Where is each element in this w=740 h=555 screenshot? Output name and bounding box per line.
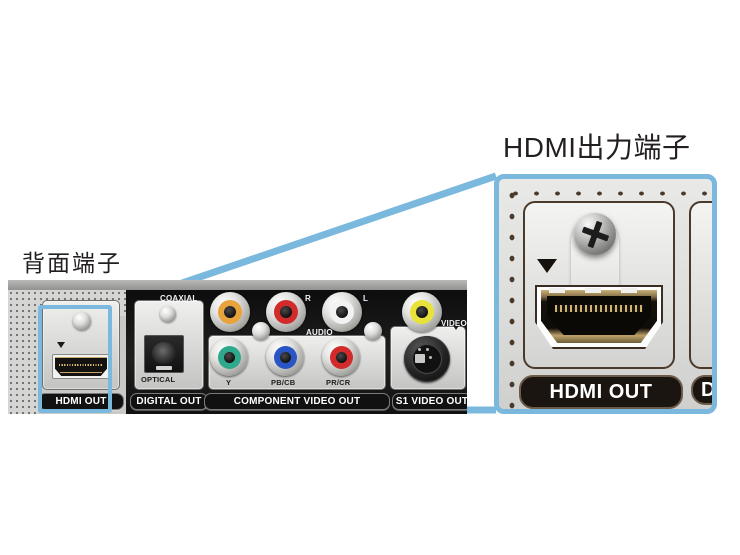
phillips-screw-icon <box>574 213 616 255</box>
chassis-top-edge <box>8 280 467 291</box>
label-audio: AUDIO <box>306 328 333 337</box>
band-screw-left <box>252 322 270 340</box>
hdmi-plate-screw <box>73 312 91 330</box>
hdmi-alignment-triangle-icon <box>57 342 65 348</box>
component-pr-cr-jack[interactable] <box>322 338 360 376</box>
callout-adjacent-plate <box>689 201 712 369</box>
callout-caption-hdmi-out: HDMI出力端子 <box>503 132 691 163</box>
chip-component-video-out: COMPONENT VIDEO OUT <box>204 393 390 410</box>
ventilation-dots-left <box>8 290 38 414</box>
hdmi-out-port-enlarged[interactable] <box>535 285 663 349</box>
component-y-jack[interactable] <box>210 338 248 376</box>
label-pb-cb: PB/CB <box>271 378 296 387</box>
composite-video-out-jack[interactable] <box>402 292 442 332</box>
label-pr-cr: PR/CR <box>326 378 351 387</box>
label-audio-l: L <box>363 294 369 303</box>
label-video: VIDEO <box>441 319 467 328</box>
rear-panel-photo: COAXIAL R L AUDIO VIDEO OPTICAL Y PB/CB … <box>8 280 467 414</box>
digital-plate-screw <box>160 306 176 322</box>
label-coaxial: COAXIAL <box>160 294 198 303</box>
hdmi-out-callout-panel: HDMI OUT D <box>494 174 717 414</box>
callout-chip-next-partial: D <box>691 375 712 405</box>
coaxial-digital-out-jack[interactable] <box>210 292 250 332</box>
hdmi-highlight-rectangle <box>38 305 112 413</box>
audio-right-out-jack[interactable] <box>266 292 306 332</box>
optical-digital-out-port[interactable] <box>144 335 184 373</box>
label-optical: OPTICAL <box>141 375 176 384</box>
callout-chip-hdmi-out: HDMI OUT <box>519 375 683 409</box>
hdmi-out-port-small[interactable] <box>52 354 110 379</box>
label-y: Y <box>226 378 232 387</box>
callout-alignment-triangle-icon <box>537 259 557 273</box>
s1-alignment-triangle-icon <box>452 324 460 330</box>
s1-video-out-port[interactable] <box>404 336 450 382</box>
callout-ventilation-dots-top <box>499 179 712 196</box>
callout-ventilation-dots-left <box>499 179 517 409</box>
chip-digital-out: DIGITAL OUT <box>130 393 208 410</box>
chip-s1-video-out: S1 VIDEO OUT <box>392 393 467 410</box>
label-audio-r: R <box>305 294 311 303</box>
component-pb-cb-jack[interactable] <box>266 338 304 376</box>
band-screw-right <box>364 322 382 340</box>
rear-panel-caption: 背面端子 <box>22 250 122 276</box>
audio-left-out-jack[interactable] <box>322 292 362 332</box>
